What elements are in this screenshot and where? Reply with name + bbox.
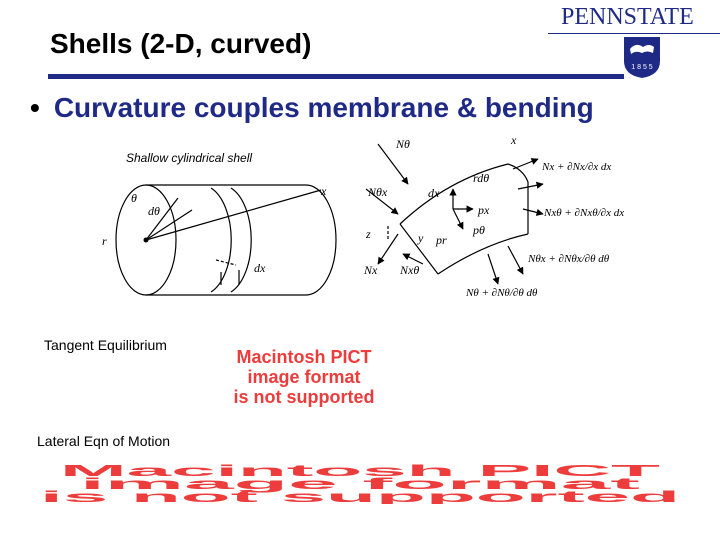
pict-wide-line-3: is not supported [40,489,680,504]
label-n-theta: Nθ [395,137,410,151]
pict-placeholder-wide: Macintosh PICT image format is not suppo… [40,463,680,504]
label-pr: pr [435,233,447,247]
pict-placeholder-small: Macintosh PICT image format is not suppo… [222,347,386,407]
bullet-marker: • [30,92,40,123]
label-theta: θ [131,191,137,205]
label-nx: Nx [363,263,378,277]
shell-figure-caption: Shallow cylindrical shell [126,151,253,165]
label-nthetax-plus: Nθx + ∂Nθx/∂θ dθ [527,253,610,265]
label-x: x [320,184,327,198]
label-nxtheta-plus: Nxθ + ∂Nxθ/∂x dx [543,207,624,219]
label-nx-plus: Nx + ∂Nx/∂x dx [541,161,611,173]
label-px: px [477,203,490,217]
title-underline [48,74,624,79]
pennstate-logo-wordmark: PENNSTATE [561,4,694,30]
pict-wide-line-1: Macintosh PICT [60,463,661,480]
slide-title: Shells (2-D, curved) [50,28,312,59]
bullet-text: Curvature couples membrane & bending [53,92,594,123]
pict-line-3: is not supported [233,387,375,407]
tangent-equilibrium-label: Tangent Equilibrium [44,337,167,353]
label-ntheta-plus: Nθ + ∂Nθ/∂θ dθ [465,287,538,299]
bullet-point: • Curvature couples membrane & bending [30,92,594,124]
label-z: z [365,227,371,241]
pict-wide-line-2: image format [80,476,644,493]
shell-element-diagram: Nθ x rdθ Nθx dx px pθ pr z y Nx Nxθ Nx +… [363,134,624,299]
label-dx-right: dx [428,186,440,200]
label-ptheta: pθ [472,223,485,237]
label-dtheta: dθ [148,204,160,218]
cylindrical-shell-diagram: θ dθ x r dx [102,184,337,296]
label-r: r [102,234,107,248]
seal-year: 1 8 5 5 [631,64,653,71]
label-n-theta-x: Nθx [367,185,388,199]
label-dx: dx [254,261,266,275]
lateral-eqn-label: Lateral Eqn of Motion [37,433,171,449]
label-y: y [417,231,424,245]
pennstate-shield-icon: 1 8 5 5 [624,37,660,78]
label-nxtheta: Nxθ [399,263,419,277]
pict-line-2: image format [247,367,361,387]
label-x-right: x [510,134,517,147]
center-point [143,237,149,243]
pict-line-1: Macintosh PICT [236,347,372,367]
logo-divider-line [548,33,720,34]
label-rdtheta: rdθ [473,171,489,185]
